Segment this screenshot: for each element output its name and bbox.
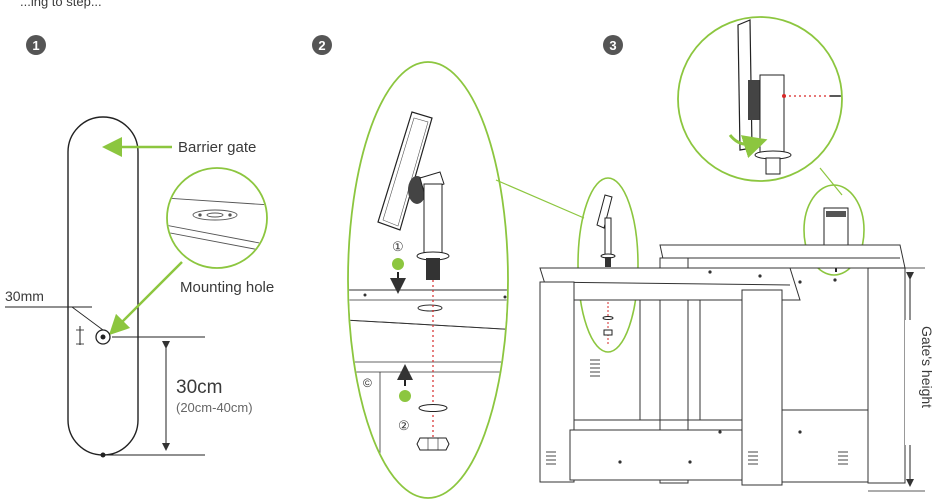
- clipped-header-text: ...ing to step...: [20, 0, 102, 9]
- step-1-number: 1: [32, 38, 39, 53]
- screw-tightening-zoom: [677, 16, 843, 182]
- right-terminal-highlight: [803, 184, 865, 276]
- step-3-badge: 3: [603, 35, 623, 55]
- gate-height-label: Gate's height: [919, 326, 935, 408]
- barrier-gate-panel: [67, 116, 139, 456]
- offset-label: 30mm: [5, 288, 44, 304]
- zoom-connector: [495, 179, 585, 219]
- step-2-number: 2: [318, 38, 325, 53]
- mounting-hole-arrow: [108, 261, 183, 336]
- step-2-zoom-ellipse: ©: [347, 61, 509, 499]
- turnstile-gate: [539, 244, 906, 486]
- step-2-badge: 2: [312, 35, 332, 55]
- left-terminal-highlight: [577, 177, 639, 353]
- marker-1-label: ①: [392, 239, 404, 254]
- mounting-hole-zoom: [166, 167, 268, 269]
- height-range-label: (20cm-40cm): [176, 400, 253, 415]
- step-1-badge: 1: [26, 35, 46, 55]
- barrier-gate-label: Barrier gate: [178, 139, 256, 156]
- svg-text:©: ©: [363, 376, 372, 390]
- marker-2-label: ②: [398, 418, 410, 433]
- marker-1-dot: [392, 258, 404, 270]
- step-3-number: 3: [609, 38, 616, 53]
- height-label: 30cm: [176, 377, 222, 398]
- mounting-hole-label: Mounting hole: [180, 279, 274, 296]
- marker-2-dot: [399, 390, 411, 402]
